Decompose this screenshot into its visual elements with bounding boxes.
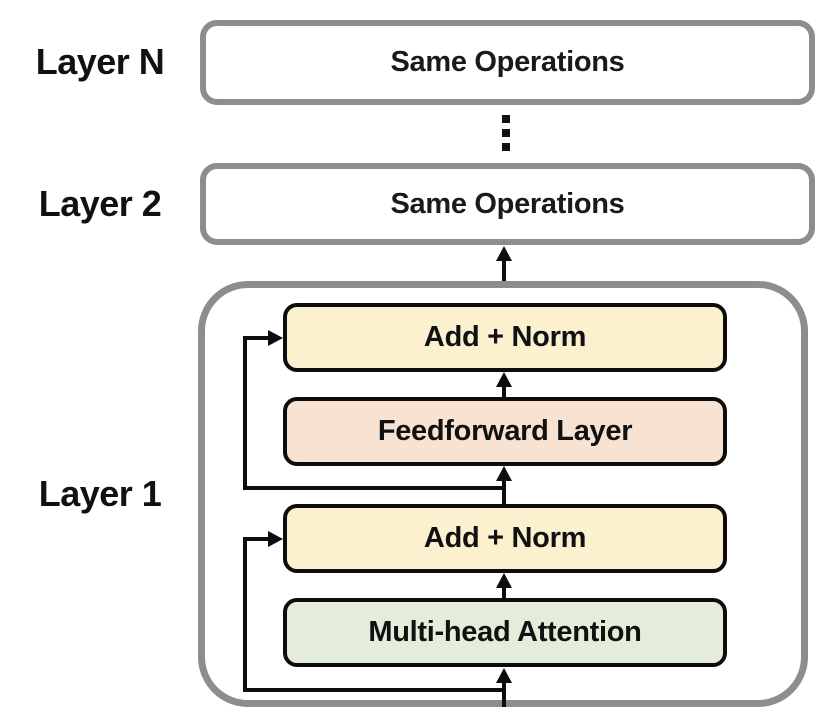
arrowhead-addnorm-to-ff <box>496 466 512 481</box>
layer-n-box-text: Same Operations <box>390 46 625 78</box>
skip1-entry-line <box>243 336 271 340</box>
add-norm-bottom-block: Add + Norm <box>283 504 727 573</box>
skip2-branch-line <box>243 688 506 692</box>
connector-layer1-to-layer2 <box>502 258 506 282</box>
add-norm-top-block: Add + Norm <box>283 303 727 372</box>
connector-addnorm-to-ff <box>502 478 506 504</box>
multi-head-attention-text: Multi-head Attention <box>368 616 642 648</box>
multi-head-attention-block: Multi-head Attention <box>283 598 727 667</box>
skip2-entry-line <box>243 537 271 541</box>
add-norm-bottom-text: Add + Norm <box>423 522 587 554</box>
layer-2-box: Same Operations <box>200 163 815 245</box>
skip2-rail-line <box>243 537 247 692</box>
arrowhead-mha-to-addnorm <box>496 573 512 588</box>
vertical-ellipsis-icon <box>502 115 510 151</box>
skip1-rail-line <box>243 336 247 490</box>
connector-ff-to-addnorm <box>502 384 506 397</box>
layer-1-label: Layer 1 <box>38 473 162 514</box>
layer-n-box: Same Operations <box>200 20 815 105</box>
feedforward-block: Feedforward Layer <box>283 397 727 466</box>
layer-2-box-text: Same Operations <box>390 187 625 220</box>
feedforward-text: Feedforward Layer <box>377 415 633 447</box>
layer-n-label: Layer N <box>35 41 165 82</box>
arrowhead-ff-to-addnorm <box>496 372 512 387</box>
skip1-branch-line <box>243 486 506 490</box>
add-norm-top-text: Add + Norm <box>423 321 587 353</box>
layer-2-label: Layer 2 <box>38 183 162 224</box>
arrowhead-skip1 <box>268 330 283 346</box>
arrowhead-layer1-to-layer2 <box>496 246 512 261</box>
arrowhead-skip2 <box>268 531 283 547</box>
connector-input-to-mha <box>502 680 506 707</box>
connector-mha-to-addnorm <box>502 585 506 598</box>
arrowhead-input-to-mha <box>496 668 512 683</box>
